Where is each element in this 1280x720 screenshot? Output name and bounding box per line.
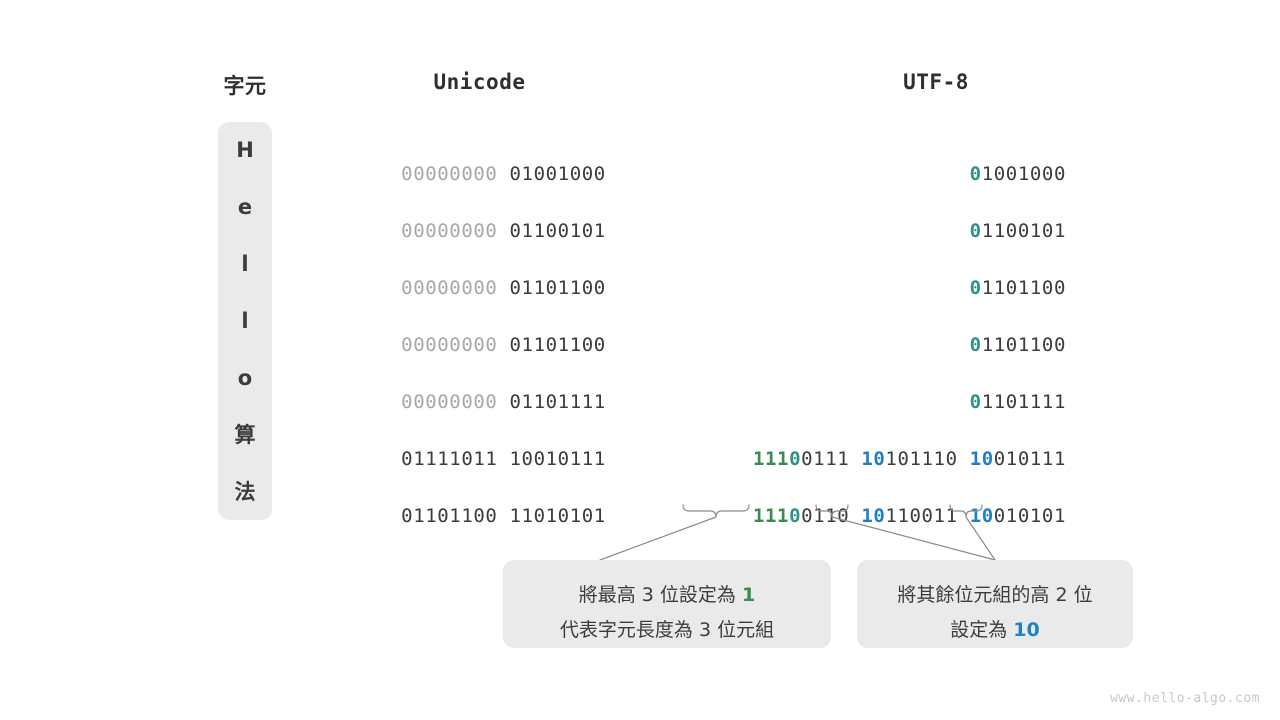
unicode-high-byte: 00000000 [401, 334, 498, 356]
unicode-value: 01111011 10010111 [353, 426, 606, 492]
unicode-low-byte: 01100101 [509, 220, 606, 242]
unicode-high-byte: 00000000 [401, 277, 498, 299]
utf8-byte-prefix: 10 [861, 505, 886, 527]
unicode-value: 01101100 11010101 [353, 483, 606, 549]
unicode-low-byte: 10010111 [509, 448, 606, 470]
utf8-byte-rest: 1101111 [981, 391, 1066, 413]
utf8-byte-prefix: 10 [861, 448, 886, 470]
annotation-line: 將其餘位元組的高 2 位 [897, 584, 1093, 606]
annotation-highlight: 10 [1013, 619, 1040, 641]
utf8-byte-rest: 0110 [801, 505, 850, 527]
unicode-value: 00000000 01100101 [353, 198, 606, 264]
annotation-text: 將最高 3 位設定為 [578, 584, 742, 606]
utf8-byte-prefix: 0 [969, 391, 982, 413]
utf8-byte-rest: 0111 [801, 448, 850, 470]
utf8-value: 01001000 [922, 141, 1066, 207]
character-cell: 法 [234, 480, 256, 504]
annotation-note-continuation-bits: 將其餘位元組的高 2 位 設定為 10 [857, 560, 1133, 648]
unicode-low-byte: 01101111 [509, 391, 606, 413]
column-header-character: 字元 [223, 74, 267, 98]
unicode-high-byte: 01101100 [401, 505, 498, 527]
character-cell: 算 [234, 423, 256, 447]
character-cell: l [241, 309, 249, 333]
unicode-high-byte: 00000000 [401, 391, 498, 413]
character-cell: l [241, 252, 249, 276]
annotation-highlight: 1 [741, 584, 756, 606]
utf8-value: 11100111 10101110 10010111 [705, 426, 1066, 492]
utf8-byte-prefix: 0 [969, 220, 982, 242]
utf8-byte-rest: 101110 [885, 448, 958, 470]
character-cell: H [236, 138, 254, 162]
annotation-note-leading-bits: 將最高 3 位設定為 1 代表字元長度為 3 位元組 [503, 560, 831, 648]
utf8-leading-marker: 111 [752, 505, 790, 527]
utf8-byte-rest: 1100101 [981, 220, 1066, 242]
unicode-value: 00000000 01001000 [353, 141, 606, 207]
character-cell: o [237, 366, 253, 390]
footer-watermark: www.hello-algo.com [1110, 691, 1260, 706]
unicode-low-byte: 01001000 [509, 163, 606, 185]
utf8-value: 01101100 [922, 255, 1066, 321]
utf8-byte-prefix: 0 [969, 334, 982, 356]
unicode-value: 00000000 01101111 [353, 369, 606, 435]
annotation-line: 設定為 10 [857, 613, 1133, 648]
utf8-value: 11100110 10110011 10010101 [705, 483, 1066, 549]
unicode-high-byte: 00000000 [401, 163, 498, 185]
utf8-leading-zero: 0 [789, 505, 802, 527]
unicode-high-byte: 01111011 [401, 448, 498, 470]
utf8-byte-prefix: 10 [969, 505, 994, 527]
column-header-utf8: UTF-8 [903, 70, 969, 94]
unicode-high-byte: 00000000 [401, 220, 498, 242]
utf8-byte-rest: 1101100 [981, 334, 1066, 356]
utf8-leading-zero: 0 [789, 448, 802, 470]
utf8-byte-rest: 010111 [993, 448, 1066, 470]
unicode-low-byte: 01101100 [509, 277, 606, 299]
utf8-byte-rest: 010101 [993, 505, 1066, 527]
utf8-byte-rest: 1101100 [981, 277, 1066, 299]
unicode-value: 00000000 01101100 [353, 255, 606, 321]
column-header-unicode: Unicode [433, 70, 526, 94]
unicode-value: 00000000 01101100 [353, 312, 606, 378]
character-cell: e [237, 195, 253, 219]
character-column-box [218, 122, 272, 520]
utf8-byte-prefix: 10 [969, 448, 994, 470]
utf8-value: 01101100 [922, 312, 1066, 378]
utf8-value: 01101111 [922, 369, 1066, 435]
utf8-byte-prefix: 0 [969, 163, 982, 185]
annotation-line: 代表字元長度為 3 位元組 [559, 619, 775, 641]
annotation-text: 設定為 [950, 619, 1014, 641]
utf8-byte-rest: 1001000 [981, 163, 1066, 185]
utf8-leading-marker: 111 [752, 448, 790, 470]
annotation-line: 將最高 3 位設定為 1 [503, 578, 831, 613]
utf8-value: 01100101 [922, 198, 1066, 264]
unicode-low-byte: 01101100 [509, 334, 606, 356]
utf8-byte-rest: 110011 [885, 505, 958, 527]
utf8-byte-prefix: 0 [969, 277, 982, 299]
unicode-low-byte: 11010101 [509, 505, 606, 527]
